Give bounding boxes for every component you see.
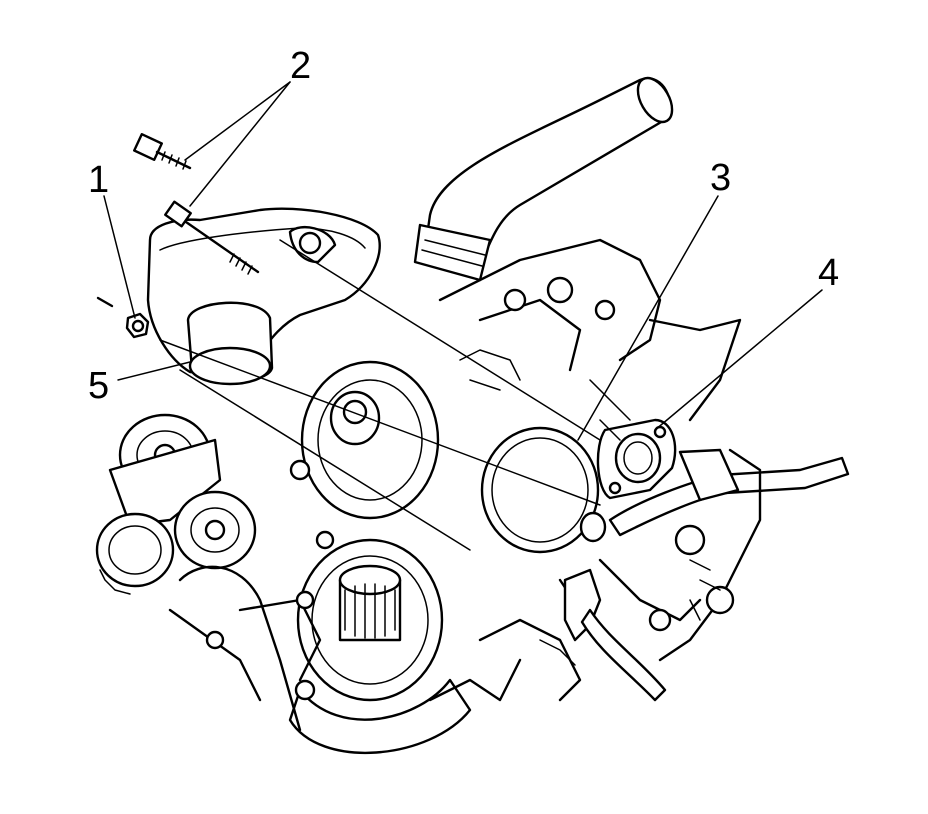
callout-3: 3: [710, 157, 731, 199]
leader-lines: [103, 81, 823, 441]
thermostat-housing: [146, 207, 381, 386]
callout-4: 4: [818, 252, 839, 294]
callout-2: 2: [290, 45, 311, 87]
water-pump-pulley: [300, 360, 440, 520]
nut: [96, 296, 150, 339]
bolt-lower: [164, 200, 260, 275]
alignment-lines: [159, 239, 601, 551]
upper-radiator-hose: [413, 76, 674, 282]
outlet-flange: [596, 418, 677, 500]
callout-5: 5: [88, 365, 109, 407]
belt-tensioner: [95, 413, 222, 595]
idler-pulley: [173, 490, 257, 570]
crankshaft-balancer: [288, 538, 472, 755]
engine-block: [168, 238, 762, 732]
bypass-pipe: [579, 448, 850, 543]
callout-1: 1: [88, 159, 109, 201]
bolt-upper: [133, 132, 192, 170]
gasket: [480, 426, 600, 554]
